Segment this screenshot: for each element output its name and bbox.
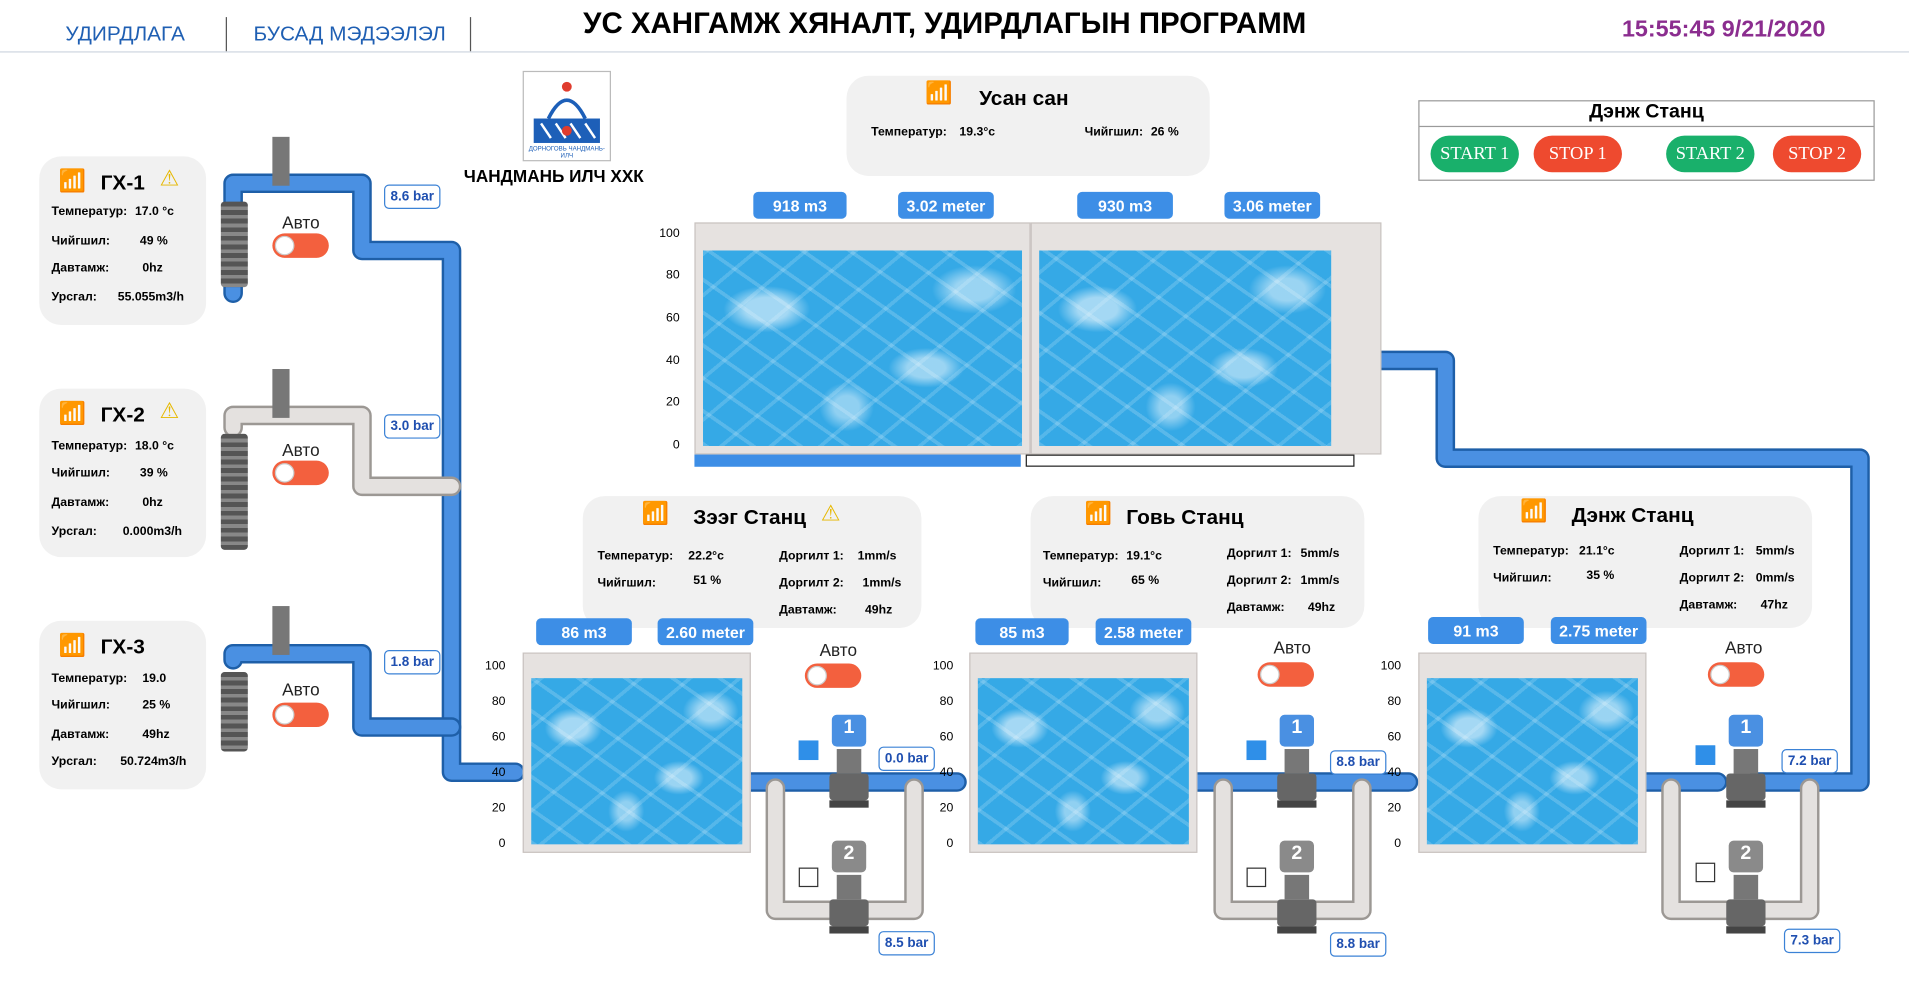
station-zeeg-pump-2-checkbox[interactable] [798,867,819,888]
wifi-icon: 📶 [641,500,670,526]
well-pump-1 [220,201,248,288]
clock: 15:55:45 9/21/2020 [1621,17,1826,43]
pump-icon: 1 [1272,714,1321,810]
tab-divider [469,17,472,52]
station-denj-tank [1418,652,1647,853]
start-1-button[interactable]: START 1 [1430,135,1519,173]
station-zeeg-tank [522,652,751,853]
wifi-icon: 📶 [58,400,87,426]
pump-number: 1 [1740,717,1752,739]
pump-number: 1 [843,717,855,739]
warning-icon: ⚠ [820,500,841,526]
station-zeeg-level: 2.60 meter [657,618,754,646]
valve-icon [272,369,290,418]
reservoir-1-level: 3.02 meter [898,191,994,219]
well-2-auto-toggle[interactable] [272,460,329,486]
well-3-auto-toggle[interactable] [272,702,329,728]
well-2-pressure: 3.0 bar [384,414,441,439]
pump-icon: 2 [1272,840,1321,936]
pump-icon: 2 [824,840,873,936]
station-denj-pump-2-checkbox[interactable] [1695,862,1716,883]
pump-icon: 1 [824,714,873,810]
warning-icon: ⚠ [159,398,180,423]
station-denj-volume: 91 m3 [1428,617,1524,644]
station-govi-level: 2.58 meter [1095,618,1192,646]
warning-icon: ⚠ [159,166,180,191]
station-govi-auto-toggle[interactable] [1257,662,1315,687]
reservoir-1-level-bar [694,454,1021,467]
station-panel-zeeg: 📶 Зээг Станц ⚠ Температур: 22.2°c Чийгши… [582,496,922,629]
valve-icon [272,606,290,655]
pump-number: 1 [1291,717,1303,739]
reservoir-tank-1 [694,222,1031,455]
pump-icon: 2 [1721,840,1770,936]
well-1-pressure: 8.6 bar [384,184,441,209]
station-panel-denj: 📶 Дэнж Станц Температур: 21.1°c Чийгшил:… [1478,496,1813,629]
company-name: ЧАНДМАНЬ ИЛЧ ХХК [463,166,644,186]
valve-icon [272,136,290,186]
station-panel-govi: 📶 Говь Станц Температур: 19.1°c Чийгшил:… [1030,496,1365,629]
station-zeeg-auto-toggle[interactable] [804,663,862,688]
well-pump-3 [220,672,248,752]
well-panel-3: 📶 ГХ-3 Температур: 19.0 Чийгшил: 25 % Да… [39,620,207,790]
reservoir-panel: 📶 Усан сан Температур: 19.3°c Чийгшил: 2… [846,75,1210,176]
stop-1-button[interactable]: STOP 1 [1533,135,1622,173]
reservoir-2-level: 3.06 meter [1224,191,1321,219]
start-2-button[interactable]: START 2 [1666,135,1755,173]
pump-number: 2 [1291,843,1303,864]
station-zeeg-volume: 86 m3 [536,618,632,646]
wifi-icon: 📶 [58,168,87,194]
page-title: УС ХАНГАМЖ ХЯНАЛТ, УДИРДЛАГЫН ПРОГРАММ [583,7,1307,41]
wifi-icon: 📶 [925,80,953,106]
tab-control[interactable]: УДИРДЛАГА [65,21,185,46]
header-divider [0,51,1909,53]
station-denj-level: 2.75 meter [1550,617,1647,644]
wifi-icon: 📶 [1520,498,1548,523]
station-zeeg-pump-1-checkbox[interactable] [798,740,819,761]
station-govi-tank [969,652,1198,853]
well-pump-2 [220,433,248,550]
station-govi-pump-1-pressure: 8.8 bar [1329,750,1387,775]
well-panel-2: 📶 ГХ-2 ⚠ Температур: 18.0 °c Чийгшил: 39… [39,388,207,558]
tab-divider [225,17,227,52]
wifi-icon: 📶 [58,632,87,658]
reservoir-2-level-bar [1025,454,1355,467]
pump-number: 2 [1740,843,1752,864]
station-zeeg-pump-1-pressure: 0.0 bar [878,746,935,772]
tab-info[interactable]: БУСАД МЭДЭЭЛЭЛ [253,21,446,46]
pump-icon: 1 [1721,714,1770,810]
well-panel-1: 📶 ГХ-1 ⚠ Температур: 17.0 °c Чийгшил: 49… [39,156,207,326]
station-govi-pump-1-checkbox[interactable] [1246,740,1267,761]
reservoir-1-volume: 918 m3 [753,191,847,219]
station-govi-pump-2-pressure: 8.8 bar [1329,932,1387,957]
station-denj-auto-toggle[interactable] [1707,662,1765,687]
station-govi-volume: 85 m3 [975,618,1069,646]
wifi-icon: 📶 [1084,500,1113,526]
station-denj-pump-1-checkbox[interactable] [1695,745,1716,765]
company-logo: ДОРНОГОВЬ ЧАНДМАНЬ-ИЛЧ [522,70,611,162]
reservoir-2-volume: 930 m3 [1077,191,1173,219]
station-zeeg-pump-2-pressure: 8.5 bar [878,931,935,956]
station-denj-pump-2-pressure: 7.3 bar [1783,928,1841,954]
reservoir-tank-2 [1030,222,1382,455]
station-denj-pump-1-pressure: 7.2 bar [1781,749,1838,774]
well-3-pressure: 1.8 bar [384,650,441,675]
well-1-auto-toggle[interactable] [272,233,329,258]
station-govi-pump-2-checkbox[interactable] [1246,867,1267,888]
pump-number: 2 [843,843,855,864]
stop-2-button[interactable]: STOP 2 [1772,135,1862,173]
well-name: ГХ-1 [100,171,145,195]
